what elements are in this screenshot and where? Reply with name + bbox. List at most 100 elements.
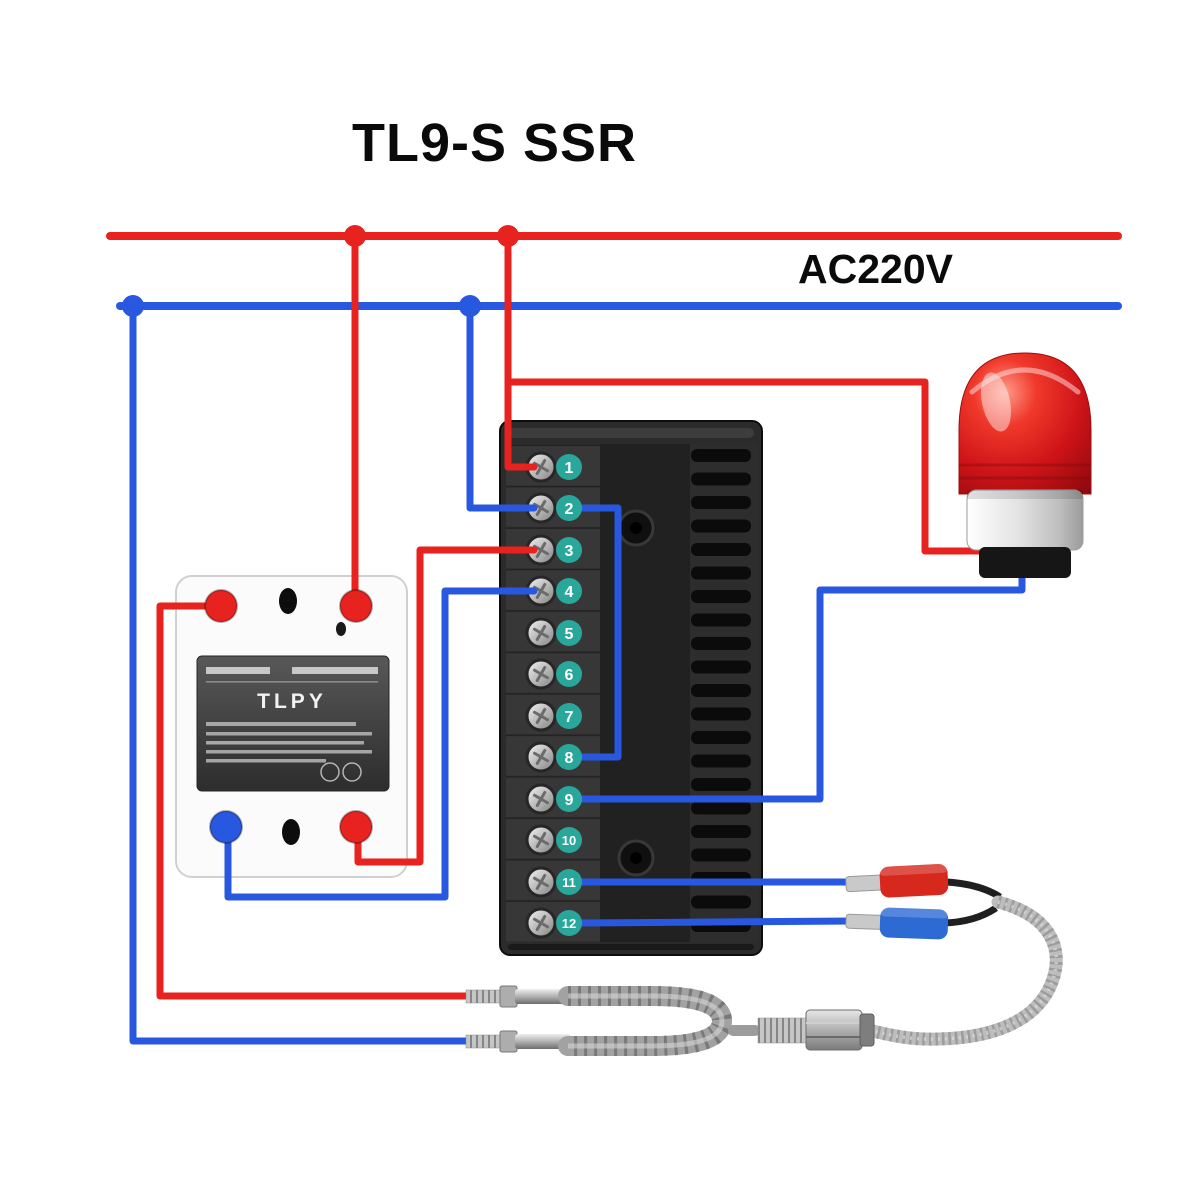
ssr-label-text-line	[206, 759, 326, 763]
terminal-block-bottom-edge	[508, 944, 754, 950]
heater-coil	[558, 986, 733, 1056]
heater-rod	[515, 1034, 571, 1049]
terminal-number: 3	[565, 543, 574, 560]
terminal-number: 8	[565, 750, 574, 767]
junction-dot	[497, 225, 519, 247]
ssr-label-divider	[206, 681, 378, 683]
dome-highlight	[980, 372, 1012, 432]
ssr-label-text-line	[292, 667, 378, 674]
ssr-mounting-hole	[279, 588, 297, 614]
ssr-label-text-line	[206, 741, 364, 745]
probe-collar	[859, 1013, 875, 1047]
terminal-number: 10	[562, 833, 576, 848]
heating-element	[465, 985, 733, 1056]
terminal-block-top-edge	[508, 428, 754, 438]
red-wires	[106, 232, 1122, 1000]
ssr-mounting-hole	[282, 819, 300, 845]
heater-nut	[499, 985, 518, 1008]
ssr-label-text-line	[206, 732, 372, 736]
crimp-connector-red	[845, 863, 949, 898]
ssr-terminal-dc-minus	[209, 810, 243, 844]
junction-dot	[344, 225, 366, 247]
probe-tip	[728, 1025, 760, 1036]
terminal-number: 2	[565, 501, 574, 518]
sensor-lead	[943, 905, 998, 927]
ssr-cert-mark	[320, 762, 340, 782]
ssr-label-text-line	[206, 667, 270, 674]
terminal-badge	[556, 910, 582, 936]
heater-thread	[465, 1034, 503, 1049]
terminal-badge	[556, 578, 582, 604]
wire-neutral-terminal2	[466, 302, 538, 512]
terminal-block-fins	[690, 444, 758, 942]
mounting-boss	[617, 839, 655, 877]
terminal-number: 6	[565, 667, 574, 684]
thermocouple-cable	[861, 895, 1063, 1046]
crimp-highlight	[879, 863, 948, 876]
wire-terminal2-terminal8	[574, 504, 622, 761]
sensor-lead	[945, 878, 1002, 900]
junction-dots-red	[344, 225, 519, 247]
ssr-terminal-ac2	[339, 589, 373, 623]
crimp-spade	[845, 874, 885, 893]
wire-terminal3-ssr-plus	[354, 546, 538, 866]
ssr-terminal-ac1	[204, 589, 238, 623]
terminal-badge	[556, 703, 582, 729]
hex-facet	[806, 1036, 862, 1038]
crimp-spade	[845, 913, 885, 930]
terminal-numbers: 1 2 3 4 5 6 7 8 9 10 11 12	[562, 460, 576, 931]
warning-light-mount	[979, 547, 1071, 578]
hex-facet	[806, 1022, 862, 1024]
crimp-connector-blue	[845, 907, 949, 940]
wire-terminal9-lamp	[574, 556, 1026, 803]
terminal-number: 4	[565, 584, 574, 601]
terminal-number: 9	[565, 792, 574, 809]
terminal-badge	[556, 744, 582, 770]
ssr-label-text-line	[206, 722, 356, 726]
terminal-number: 11	[562, 875, 576, 890]
terminal-block	[499, 420, 763, 956]
terminal-strip-separators	[506, 444, 600, 942]
terminal-badge	[556, 495, 582, 521]
crimp-barrel-red	[879, 863, 949, 898]
wire-live-terminal1	[504, 232, 538, 471]
ssr-screw-slot	[336, 622, 346, 636]
terminal-badge	[556, 661, 582, 687]
terminal-number: 12	[562, 916, 576, 931]
ssr-label: TLPY	[196, 655, 390, 792]
base-shade	[967, 490, 1083, 499]
dome-reflection	[969, 367, 1081, 395]
thermocouple-sensor	[728, 863, 1063, 1051]
heater-rod	[515, 989, 571, 1004]
ssr-terminals-red	[204, 589, 373, 844]
ssr-label-text-line	[206, 750, 372, 754]
terminal-number: 5	[565, 626, 574, 643]
terminal-number: 1	[565, 460, 574, 477]
wire-ssr-heater	[156, 602, 484, 1000]
mounting-boss	[617, 509, 655, 547]
junction-dots-blue	[122, 295, 481, 317]
ac-voltage-label: AC220V	[798, 246, 953, 292]
terminal-badges	[556, 454, 582, 936]
terminal-badge	[556, 786, 582, 812]
wire-terminal4-ssr-minus	[224, 587, 538, 901]
heater-nut	[499, 1030, 518, 1053]
ssr-brand-text: TLPY	[257, 690, 327, 713]
wire-terminal12-sensor	[574, 917, 859, 927]
junction-dot	[459, 295, 481, 317]
warning-light-dome	[958, 352, 1092, 495]
crimp-highlight	[880, 907, 949, 919]
ssr-terminal-dc-plus	[339, 810, 373, 844]
probe-hex-nut	[805, 1009, 863, 1051]
terminal-badge	[556, 869, 582, 895]
junction-dot	[122, 295, 144, 317]
wire-neutral-heater	[129, 302, 484, 1045]
terminal-badge	[556, 620, 582, 646]
warning-light	[958, 352, 1092, 578]
terminal-badge	[556, 454, 582, 480]
heater-thread	[465, 989, 503, 1004]
ssr-module: TLPY	[175, 575, 408, 878]
blue-wires	[116, 302, 1122, 1045]
